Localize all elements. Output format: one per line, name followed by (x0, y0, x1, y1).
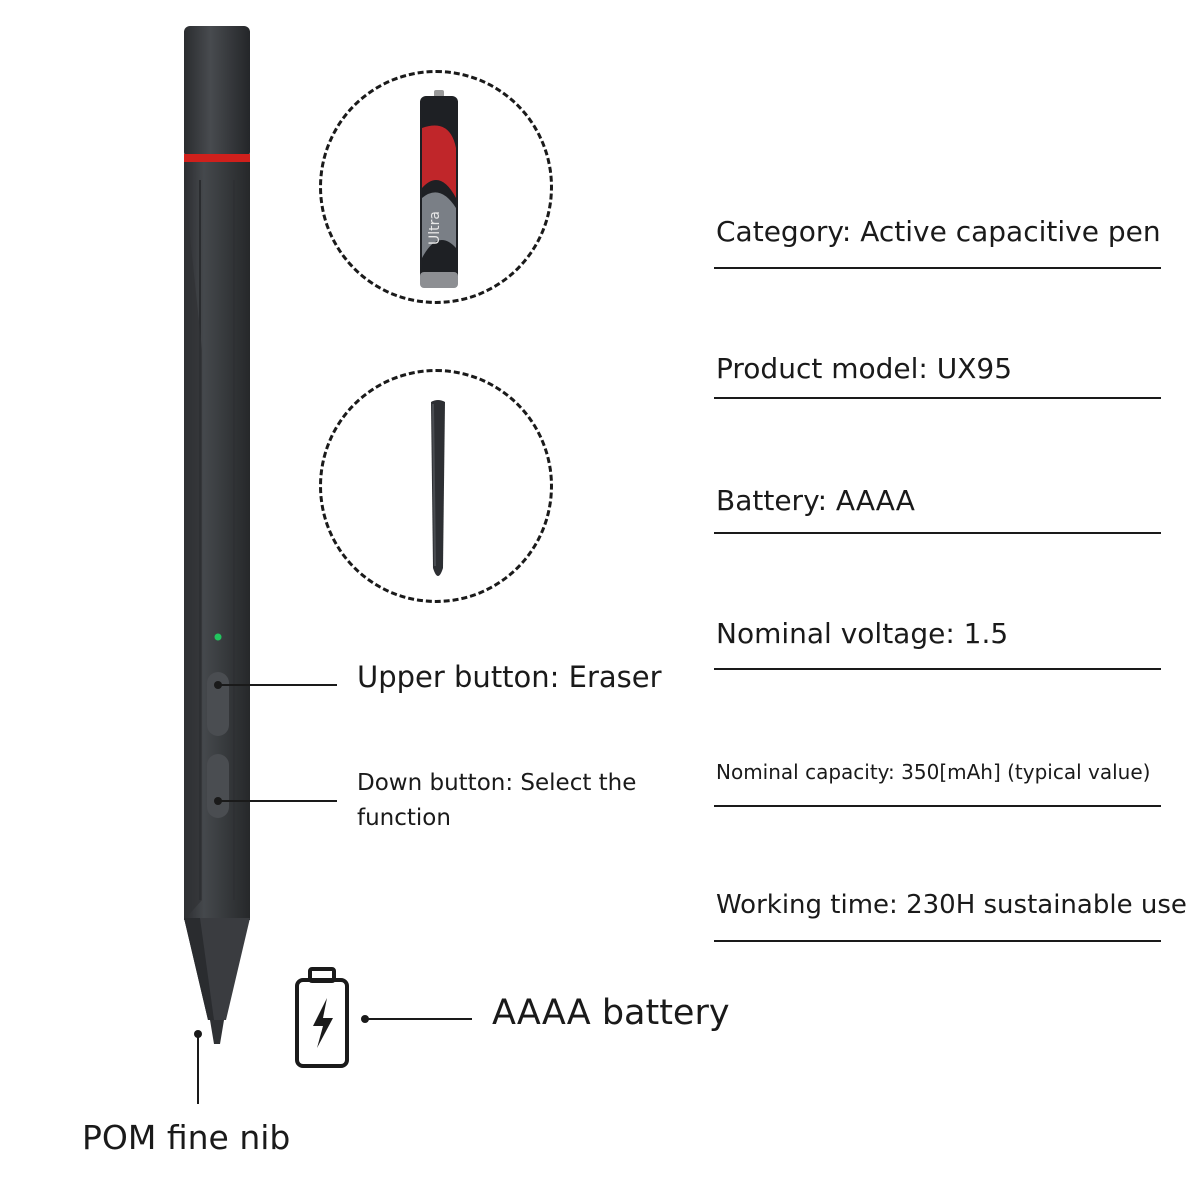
nib-pointer-dot (194, 1030, 202, 1038)
upper-button-leader-line (220, 684, 337, 686)
battery-detail-circle (319, 70, 553, 304)
spec-category: Category: Active capacitive pen (716, 215, 1161, 248)
battery-print-text: Ultra (427, 211, 443, 245)
spec-working-time: Working time: 230H sustainable use (716, 890, 1187, 920)
upper-button-pointer-dot (214, 681, 222, 689)
nib-leader-line (197, 1036, 199, 1104)
upper-button-label: Upper button: Eraser (357, 660, 662, 694)
spec-nominal-voltage: Nominal voltage: 1.5 (716, 617, 1009, 650)
nib-label: POM fine nib (82, 1118, 291, 1157)
spec-divider (714, 532, 1161, 534)
spec-nominal-capacity: Nominal capacity: 350[mAh] (typical valu… (716, 760, 1151, 784)
down-button-label-line1: Down button: Select the (357, 770, 637, 796)
down-button-leader-line (220, 800, 337, 802)
spec-divider (714, 397, 1161, 399)
battery-label: AAAA battery (492, 993, 730, 1033)
battery-pointer-dot (361, 1015, 369, 1023)
battery-leader-line (366, 1018, 472, 1020)
down-button-pointer-dot (214, 797, 222, 805)
spec-divider (714, 668, 1161, 670)
stylus-pen-icon (184, 26, 250, 1044)
spec-divider (714, 805, 1161, 807)
spec-battery: Battery: AAAA (716, 484, 915, 517)
down-button-label-line2: function (357, 805, 451, 831)
spec-product-model: Product model: UX95 (716, 352, 1013, 385)
spec-divider (714, 267, 1161, 269)
battery-charge-icon (295, 967, 349, 1068)
nib-detail-circle (319, 369, 553, 603)
pen-nib-icon (431, 400, 445, 576)
spec-divider (714, 940, 1161, 942)
aaaa-battery-icon: Ultra (420, 90, 458, 288)
